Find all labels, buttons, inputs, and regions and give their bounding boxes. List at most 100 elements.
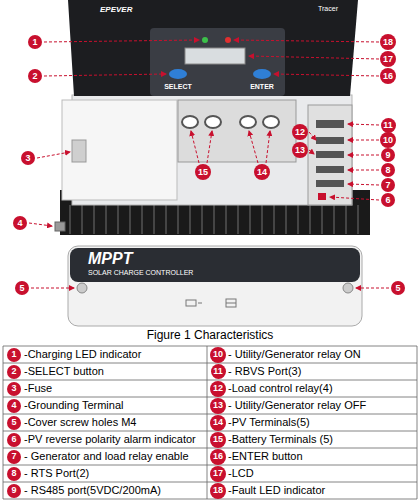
lcd (185, 48, 245, 64)
part-description: -Load control relay(4) (228, 382, 333, 395)
callout-circle: 18 (380, 34, 396, 50)
callout-number: 18 (383, 38, 393, 47)
callout-circle: 8 (7, 467, 21, 481)
callout-circle: 16 (210, 449, 226, 465)
display-panel (150, 28, 285, 96)
callout-number: 2 (11, 367, 16, 376)
callout-circle: 13 (210, 398, 226, 414)
button-label: ENTER (250, 83, 274, 91)
callout-circle: 5 (391, 281, 405, 295)
callout-circle: 7 (381, 178, 395, 192)
callout-number: 5 (11, 418, 16, 427)
callout-circle: 9 (7, 484, 21, 498)
callout-circle: 14 (210, 415, 226, 431)
callout-circle: 6 (7, 433, 21, 447)
port-panel (308, 105, 352, 205)
part-description: -Battery Terminals (5) (228, 433, 333, 446)
lid (68, 0, 358, 96)
callout-number: 9 (11, 486, 16, 495)
callout-number: 12 (213, 384, 223, 393)
callout-number: 5 (395, 284, 400, 293)
callout-circle: 7 (7, 450, 21, 464)
callout-number: 13 (213, 401, 223, 410)
callout-number: 3 (25, 154, 30, 163)
figure-caption: Figure 1 Characteristics (147, 329, 274, 343)
callout-number: 1 (11, 350, 16, 359)
callout-number: 8 (11, 469, 16, 478)
callout-circle: 2 (7, 365, 21, 379)
terminal-block (178, 100, 296, 162)
callout-number: 4 (11, 401, 16, 410)
callout-number: 10 (383, 136, 393, 145)
part-description: -SELECT button (24, 365, 104, 378)
cover-icons (186, 299, 236, 307)
screw-hole (343, 283, 353, 293)
callout-circle: 3 (21, 151, 35, 165)
callout-circle: 11 (381, 118, 396, 133)
product-subtitle: SOLAR CHARGE CONTROLLER (88, 269, 193, 277)
callout-circle: 1 (7, 348, 21, 362)
part-description: -PV reverse polarity alarm indicator (24, 433, 196, 446)
callout-number: 6 (11, 435, 16, 444)
part-description: -Cover screw holes M4 (24, 416, 136, 429)
callout-number: 15 (213, 435, 223, 444)
product-name: MPPT (88, 250, 132, 268)
callout-circle: 12 (210, 381, 226, 397)
enter-button (253, 69, 271, 79)
heatsink-fins (70, 205, 358, 234)
part-description: -Fault LED indicator (228, 484, 325, 497)
fuse (72, 140, 86, 162)
callout-number: 7 (385, 181, 390, 190)
terminal-screws (182, 116, 279, 128)
callout-number: 18 (213, 486, 223, 495)
callout-circle: 17 (210, 466, 226, 482)
callout-circle: 4 (13, 216, 27, 230)
terminal-cover (62, 100, 177, 200)
callout-number: 7 (11, 452, 16, 461)
callout-circle: 11 (211, 364, 226, 379)
callout-number: 16 (213, 452, 223, 461)
callout-circle: 13 (292, 142, 308, 158)
callout-number: 12 (295, 128, 305, 137)
callout-circle: 15 (210, 432, 226, 448)
select-button (169, 69, 187, 79)
leader-lines (29, 40, 389, 288)
part-description: -ENTER button (228, 450, 303, 463)
callout-circle: 9 (381, 148, 395, 162)
screw-hole (77, 283, 87, 293)
callout-circle: 4 (7, 399, 21, 413)
callout-number: 5 (19, 284, 24, 293)
callout-circle: 5 (15, 281, 29, 295)
callout-number: 17 (213, 469, 223, 478)
callout-number: 15 (198, 168, 208, 177)
callout-circle: 15 (195, 164, 211, 180)
callout-circle: 17 (380, 51, 396, 67)
callout-circle: 2 (28, 69, 42, 83)
callout-number: 17 (383, 55, 393, 64)
callout-circle: 16 (380, 68, 396, 84)
part-description: - RBVS Port(3) (228, 365, 301, 378)
callout-circle: 5 (7, 416, 21, 430)
brand-logo: EPEVER (100, 5, 132, 14)
part-description: - Generator and load relay enable (24, 450, 189, 463)
cover-band (70, 248, 360, 282)
callout-number: 4 (17, 219, 22, 228)
part-description: -LCD (228, 467, 254, 480)
callout-circle: 10 (210, 347, 226, 363)
cover (68, 246, 362, 326)
callout-number: 2 (32, 72, 37, 81)
part-description: -PV Terminals(5) (228, 416, 310, 429)
callout-number: 11 (383, 121, 393, 130)
part-description: - Utility/Generator relay OFF (228, 399, 366, 412)
callout-number: 1 (32, 38, 37, 47)
callout-number: 13 (295, 146, 305, 155)
callout-circle: 12 (292, 124, 308, 140)
callout-number: 6 (385, 196, 390, 205)
callout-number: 14 (213, 418, 223, 427)
ground-tab (55, 222, 65, 231)
callout-number: 11 (213, 367, 223, 376)
part-description: - RTS Port(2) (24, 467, 89, 480)
table-grid (3, 346, 417, 499)
callout-circle: 18 (210, 483, 226, 499)
